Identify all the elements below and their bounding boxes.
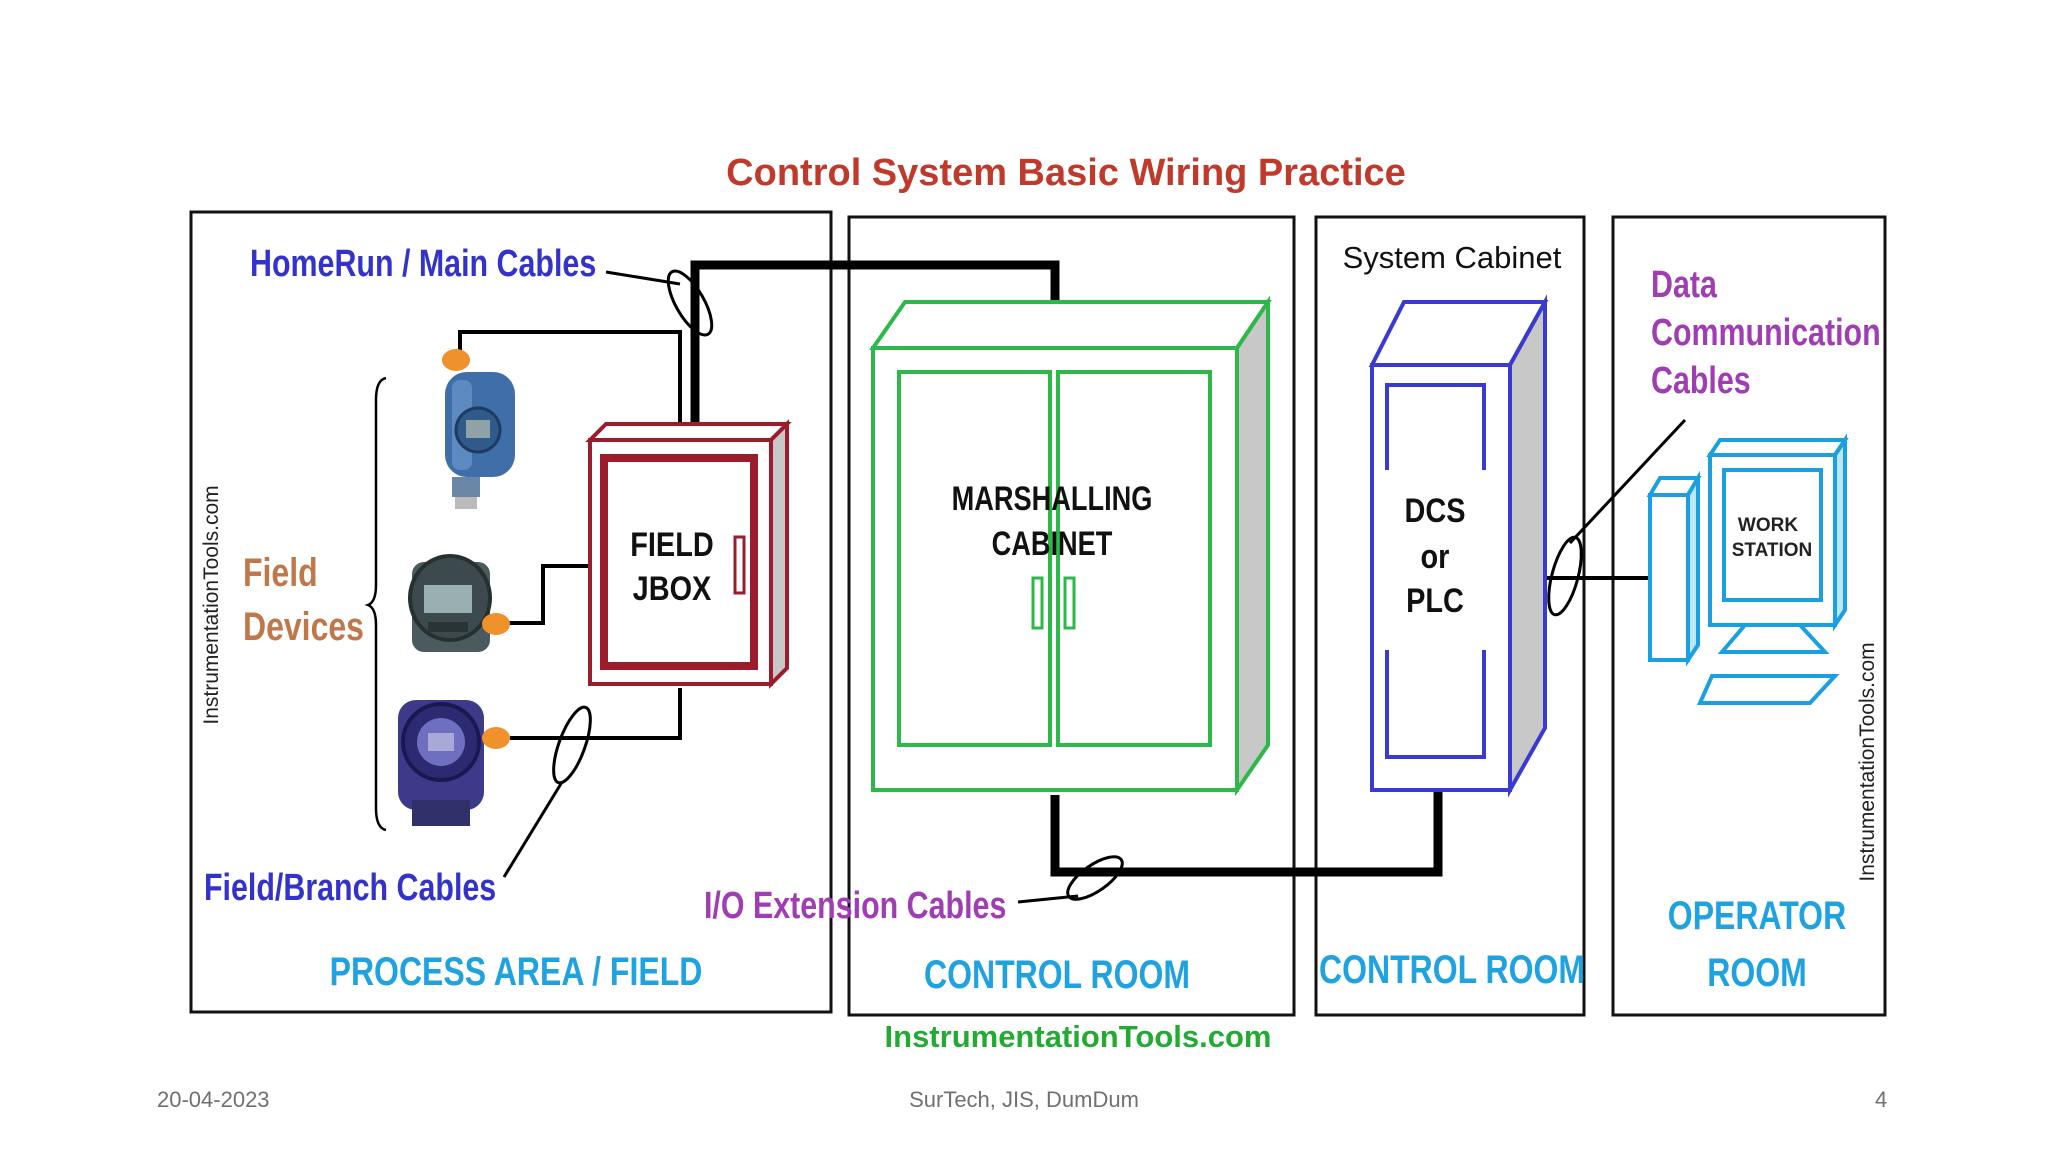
homerun-leader — [605, 270, 681, 286]
data-comm-label-line1: Data — [1651, 264, 1718, 306]
io-extension-cable — [1050, 792, 1443, 877]
control-room-zone-1 — [847, 215, 1296, 1017]
system-cabinet-label: System Cabinet — [1343, 240, 1562, 275]
workstation-label-line1: WORK — [1738, 515, 1798, 536]
homerun-cables-label: HomeRun / Main Cables — [250, 243, 596, 285]
temperature-transmitter-icon — [408, 554, 510, 652]
marshalling-label-line2: CABINET — [992, 524, 1113, 563]
operator-room-label-line2: ROOM — [1707, 950, 1807, 995]
branch-bundle-mark — [552, 705, 592, 785]
field-cable-3 — [510, 688, 682, 740]
field-jbox-label-line1: FIELD — [630, 525, 713, 564]
io-bundle-mark — [1066, 855, 1124, 901]
watermark-bottom: InstrumentationTools.com — [885, 1019, 1272, 1054]
operator-room-label-line1: OPERATOR — [1668, 893, 1846, 938]
marshalling-cabinet: MARSHALLING CABINET — [869, 295, 1272, 797]
diagram-title: Control System Basic Wiring Practice — [726, 152, 1406, 194]
marshalling-label-line1: MARSHALLING — [952, 479, 1153, 518]
io-leader — [1017, 894, 1079, 904]
dcs-label-line3: PLC — [1406, 581, 1464, 620]
field-branch-cables-label: Field/Branch Cables — [204, 867, 496, 909]
data-comm-label-line2: Communication — [1651, 312, 1881, 354]
control-room-zone-2 — [1314, 215, 1586, 1017]
field-cable-2 — [508, 564, 592, 625]
branch-leader — [502, 781, 564, 878]
footer-page-number: 4 — [1875, 1087, 1888, 1112]
dcs-label-line1: DCS — [1404, 491, 1465, 530]
watermark-left: InstrumentationTools.com — [200, 485, 223, 724]
watermark-right: InstrumentationTools.com — [1856, 642, 1879, 881]
workstation-icon: WORK STATION — [1646, 433, 1849, 705]
dcs-plc-cabinet: DCS or PLC — [1368, 294, 1549, 798]
process-area-zone — [189, 210, 833, 1014]
dcs-label-line2: or — [1421, 537, 1450, 576]
field-cable-1 — [458, 330, 682, 425]
process-area-label: PROCESS AREA / FIELD — [330, 949, 703, 994]
footer-date: 20-04-2023 — [157, 1087, 270, 1112]
homerun-bundle-mark — [666, 269, 714, 337]
field-jbox-label-line2: JBOX — [633, 569, 712, 608]
operator-room-zone — [1611, 215, 1887, 1017]
datacomm-leader — [1568, 418, 1687, 545]
control-room-label-1: CONTROL ROOM — [924, 952, 1190, 997]
control-room-label-2: CONTROL ROOM — [1319, 947, 1585, 992]
field-jbox: FIELD JBOX — [585, 419, 792, 689]
level-transmitter-icon — [398, 700, 510, 826]
field-devices-label-line2: Devices — [243, 604, 364, 649]
field-devices-brace — [364, 376, 387, 832]
footer-center: SurTech, JIS, DumDum — [909, 1087, 1139, 1112]
data-comm-label-line3: Cables — [1651, 360, 1751, 402]
io-extension-cables-label: I/O Extension Cables — [704, 885, 1006, 927]
workstation-label-line2: STATION — [1732, 540, 1813, 561]
field-devices-label-line1: Field — [243, 550, 318, 595]
pressure-transmitter-icon — [442, 349, 515, 509]
